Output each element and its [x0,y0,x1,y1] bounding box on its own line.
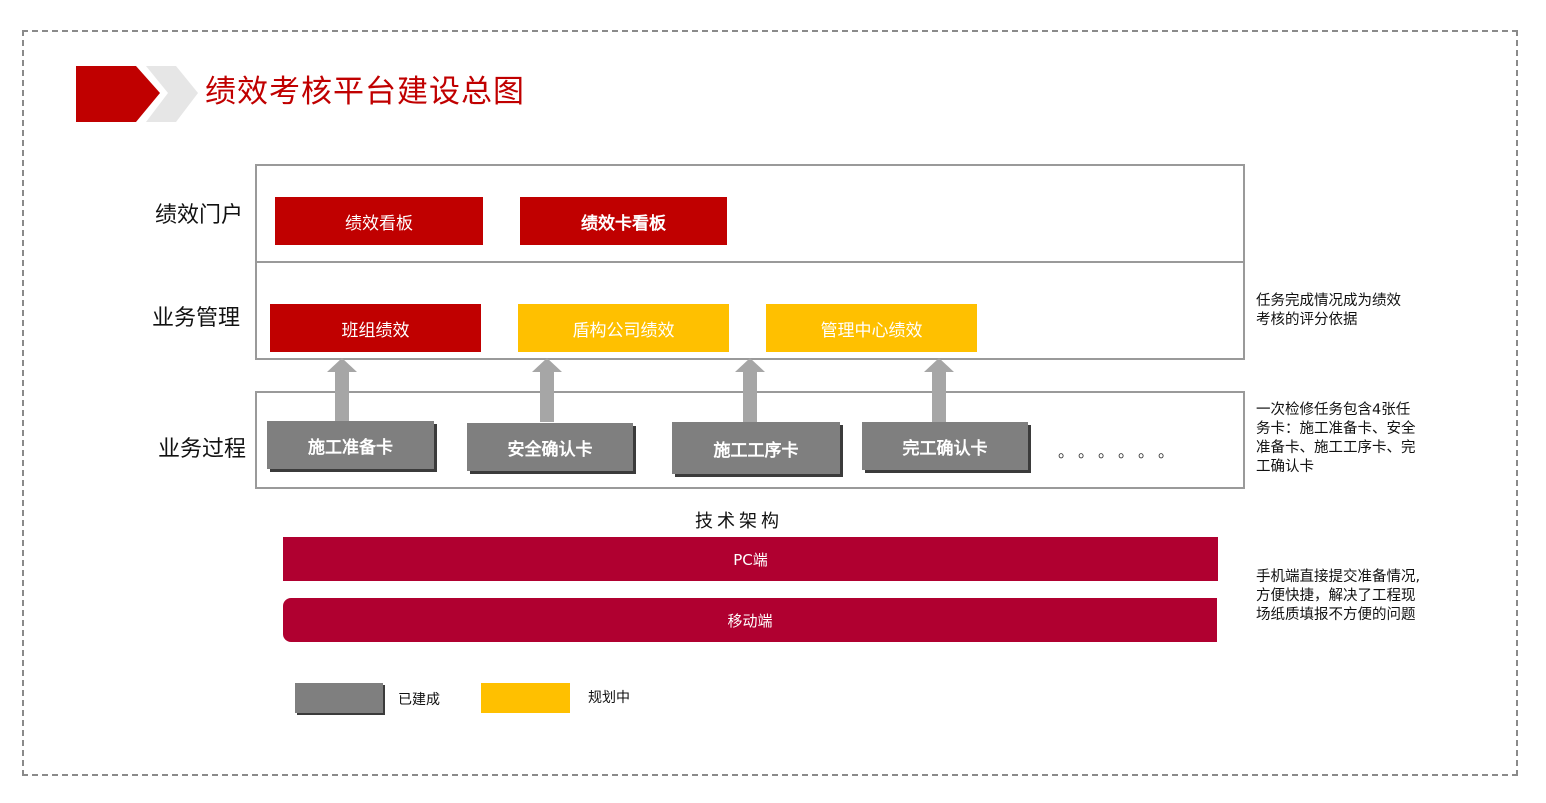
note-line: 场纸质填报不方便的问题 [1256,607,1416,623]
note-line: 务卡：施工准备卡、安全 [1256,421,1416,437]
process-item-prep-card[interactable]: 施工准备卡 [267,421,434,469]
note-line: 方便快捷，解决了工程现 [1256,588,1416,604]
arrow-up-icon [924,358,954,422]
mobile-bar[interactable]: 移动端 [283,598,1217,642]
management-note: 任务完成情况成为绩效 考核的评分依据 [1256,292,1401,330]
management-item-shield-company[interactable]: 盾构公司绩效 [518,304,729,352]
management-item-team[interactable]: 班组绩效 [270,304,481,352]
legend-label-planned: 规划中 [588,690,630,706]
arrow-up-icon [735,358,765,422]
row-label-process: 业务过程 [158,437,247,462]
arrow-up-icon [532,358,562,422]
tech-architecture-label: 技术架构 [695,511,783,532]
dashed-frame [22,30,1518,776]
page-title: 绩效考核平台建设总图 [205,74,525,110]
note-line: 准备卡、施工工序卡、完 [1256,440,1416,456]
process-item-procedure-card[interactable]: 施工工序卡 [672,422,840,474]
note-line: 考核的评分依据 [1256,312,1358,328]
note-line: 工确认卡 [1256,459,1314,475]
process-item-completion-card[interactable]: 完工确认卡 [862,422,1028,470]
note-line: 任务完成情况成为绩效 [1256,293,1401,309]
row-label-portal: 绩效门户 [155,203,244,228]
note-line: 手机端直接提交准备情况, [1256,569,1421,585]
row-label-management: 业务管理 [152,306,241,331]
management-item-center[interactable]: 管理中心绩效 [766,304,977,352]
process-note: 一次检修任务包含4张任 务卡：施工准备卡、安全 准备卡、施工工序卡、完 工确认卡 [1256,401,1416,477]
process-item-safety-card[interactable]: 安全确认卡 [467,423,633,471]
pc-bar[interactable]: PC端 [283,537,1218,581]
note-line: 一次检修任务包含4张任 [1256,402,1411,418]
portal-item-card-dashboard[interactable]: 绩效卡看板 [520,197,727,245]
arrow-up-icon [327,358,357,422]
more-ellipsis: 。。。。。。 [1058,442,1187,461]
tech-note: 手机端直接提交准备情况, 方便快捷，解决了工程现 场纸质填报不方便的问题 [1256,568,1420,625]
legend-swatch-built [295,683,383,713]
legend-label-built: 已建成 [398,692,440,708]
portal-item-dashboard[interactable]: 绩效看板 [275,197,483,245]
legend-swatch-planned [481,683,570,713]
title-chevron-icon [76,66,198,122]
